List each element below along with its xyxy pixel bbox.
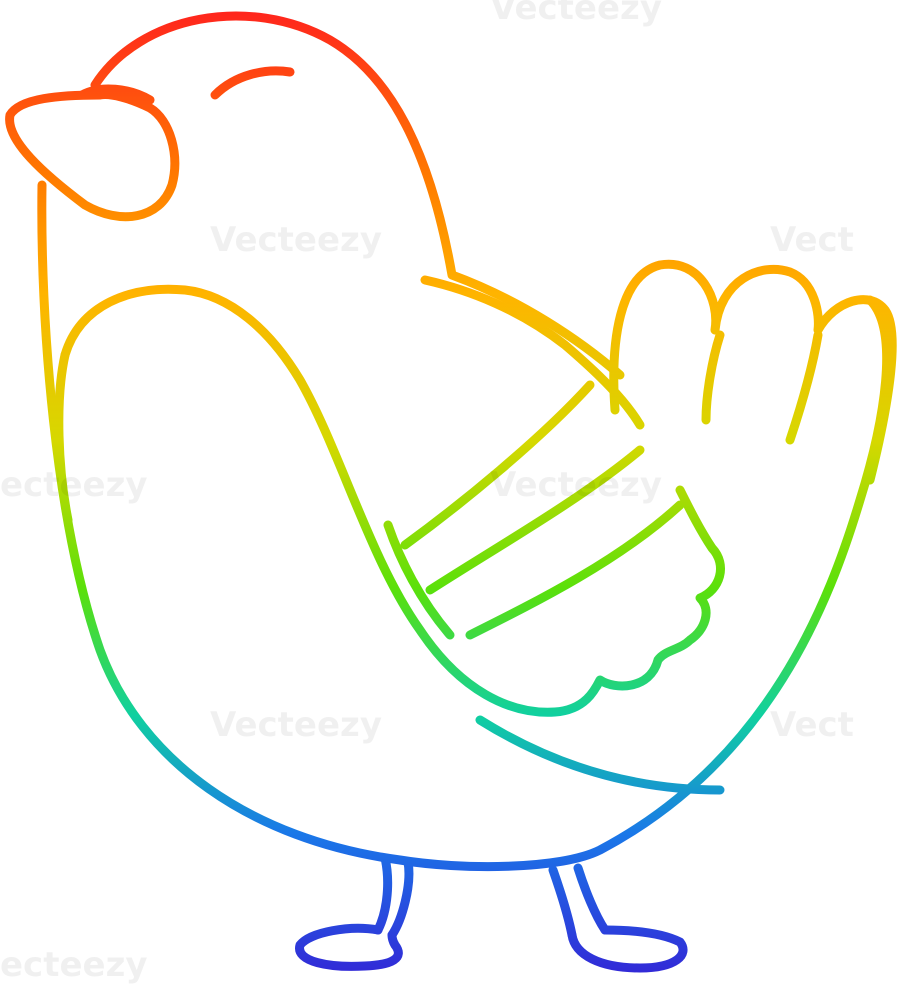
bird-body-outline: [37, 11, 892, 872]
bird-left-leg: [373, 853, 414, 940]
bird-tail: [609, 259, 897, 485]
bird-beak: [5, 90, 180, 222]
wing-stripe-2: [425, 445, 645, 595]
bird-eye: [210, 66, 295, 100]
bird-wing: [60, 284, 725, 717]
bird-right-foot: [567, 925, 688, 973]
bird-beak-top-line: [77, 84, 155, 105]
bird-wing-lower: [54, 350, 73, 525]
wing-stripe-1: [400, 380, 595, 550]
bird-belly-line: [475, 715, 725, 795]
bird-tail-inner-1: [701, 330, 725, 425]
bird-right-leg: [548, 863, 610, 940]
wing-stripe-3: [465, 500, 685, 640]
bird-back-line: [420, 275, 645, 430]
wing-stripe-edge: [383, 520, 455, 640]
bird-tail-inner-2: [785, 330, 823, 445]
bird-left-foot: [295, 923, 403, 971]
